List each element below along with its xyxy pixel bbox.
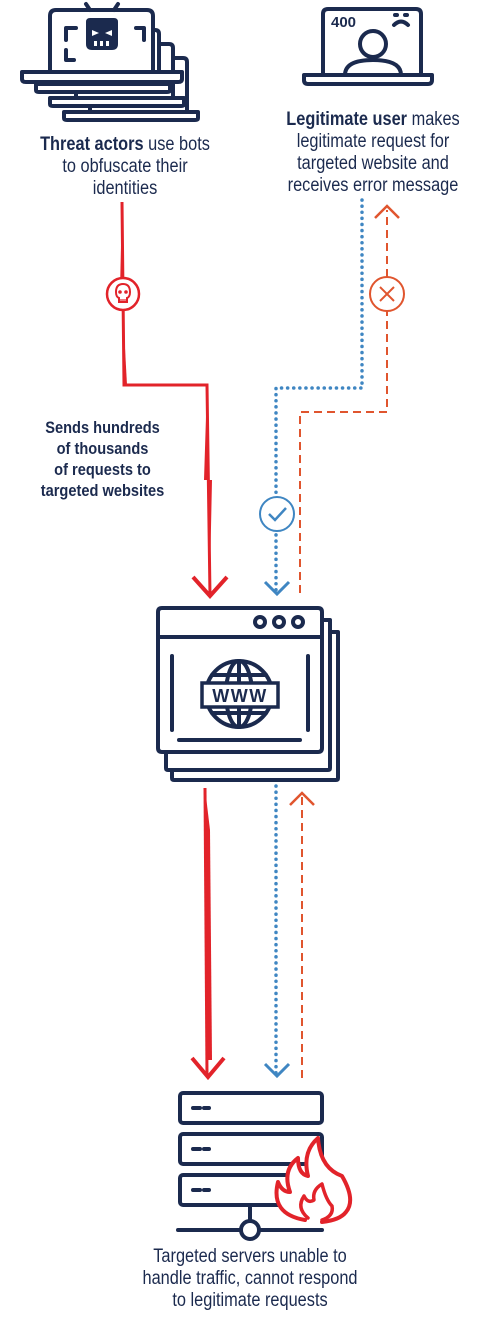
bots-caption-rest: use bots: [143, 134, 210, 155]
legit-to-servers-path: [263, 784, 291, 1079]
user-caption-line2: legitimate request for: [296, 131, 450, 152]
attack-caption-line1: Sends hundreds: [45, 418, 160, 437]
bots-caption-bold: Threat actors: [40, 134, 144, 155]
attack-request-path: [120, 201, 229, 599]
legit-request-path: [263, 198, 364, 597]
user-caption-line3: targeted website and: [297, 153, 449, 174]
website-window-stack-icon: [156, 606, 340, 782]
bots-caption-line3: identities: [92, 178, 158, 199]
attack-to-servers-path: [190, 787, 226, 1081]
skull-icon: [105, 276, 141, 312]
fire-icon: [274, 1136, 353, 1224]
servers-caption-line3: to legitimate requests: [172, 1290, 328, 1311]
globe-icon: [200, 659, 280, 729]
check-icon: [259, 496, 295, 532]
user-caption-bold: Legitimate user: [286, 109, 408, 130]
attack-caption-line3: of requests to: [54, 460, 151, 479]
user-caption: Legitimate user makes legitimate request…: [258, 109, 488, 197]
servers-caption: Targeted servers unable to handle traffi…: [105, 1246, 395, 1312]
bots-caption-line2: to obfuscate their: [62, 156, 188, 177]
attack-caption: Sends hundreds of thousands of requests …: [0, 417, 205, 501]
bots-caption: Threat actors use bots to obfuscate thei…: [10, 134, 240, 200]
bot-laptop-stack-icon: [20, 2, 200, 122]
attack-caption-line4: targeted websites: [40, 481, 165, 500]
error-code-label: 400: [331, 14, 356, 31]
servers-error-response-path: [289, 791, 315, 1078]
servers-caption-line2: handle traffic, cannot respond: [142, 1268, 358, 1289]
error-response-path: [299, 204, 400, 593]
servers-caption-line1: Targeted servers unable to: [153, 1246, 347, 1267]
user-caption-rest: makes: [407, 109, 460, 130]
www-label: WWW: [212, 686, 267, 706]
attack-caption-line2: of thousands: [56, 439, 149, 458]
user-laptop-icon: [302, 7, 434, 86]
user-caption-line4: receives error message: [287, 175, 459, 196]
x-icon: [369, 276, 405, 312]
